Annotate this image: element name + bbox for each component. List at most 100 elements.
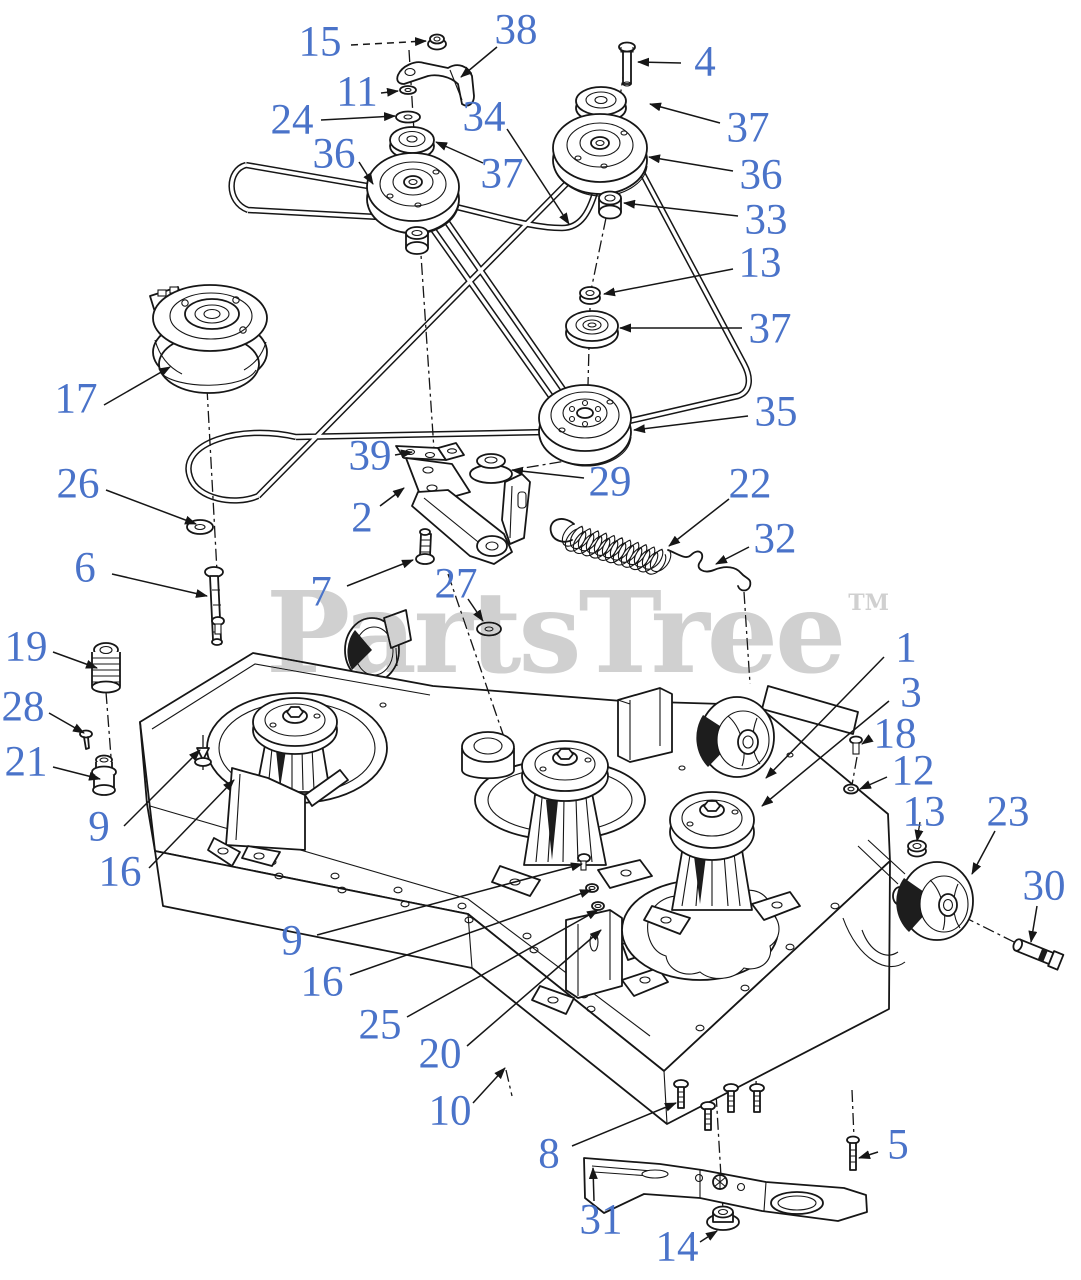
callout-4: 4 <box>694 39 716 86</box>
callout-27: 27 <box>435 561 478 608</box>
shoulder-bolt-above-deck <box>211 616 225 635</box>
spindle-housing-right <box>643 849 801 935</box>
leader-line-25 <box>406 909 599 1018</box>
leader-line-6 <box>111 573 208 598</box>
leader-line-28 <box>48 712 85 734</box>
callout-7: 7 <box>310 569 332 616</box>
bolt-5 <box>846 1135 860 1171</box>
leader-line-3 <box>761 700 890 807</box>
spacer-bushing-29 <box>469 453 513 484</box>
callout-31: 31 <box>580 1197 623 1244</box>
flat-idler-pulley-35 <box>538 384 632 467</box>
callout-5: 5 <box>887 1122 909 1169</box>
callout-8: 8 <box>538 1131 560 1178</box>
blade-assembly <box>583 1079 868 1231</box>
callout-13: 13 <box>903 789 946 836</box>
nut-12 <box>843 783 859 795</box>
leader-line-7 <box>346 559 414 587</box>
leader-line-9 <box>316 862 583 936</box>
callout-37: 37 <box>481 151 524 198</box>
leader-line-13 <box>603 268 734 297</box>
leader-line-21 <box>52 766 101 781</box>
leader-line-35 <box>633 415 749 434</box>
leader-line-27 <box>467 598 484 622</box>
leader-line-38 <box>460 46 498 78</box>
callout-18: 18 <box>874 711 917 758</box>
callout-9: 9 <box>281 918 303 965</box>
extension-spring-22 <box>549 518 672 575</box>
leader-line-36 <box>648 154 734 172</box>
callout-25: 25 <box>359 1002 402 1049</box>
electric-clutch <box>149 284 268 394</box>
idler-pulley-stack-left <box>366 33 475 255</box>
screw-28 <box>79 729 93 750</box>
spindle-pulley-left <box>252 697 338 755</box>
callout-15: 15 <box>299 19 342 66</box>
spindle-housing-center <box>491 792 653 897</box>
nut-13-wheel <box>907 839 927 858</box>
callout-37: 37 <box>749 306 792 353</box>
leader-line-2 <box>379 487 405 507</box>
callout-39: 39 <box>349 433 392 480</box>
leader-line-34 <box>506 128 570 225</box>
flat-idler-pulley-36-left <box>366 152 460 235</box>
idler-arm-2 <box>405 457 531 565</box>
callout-33: 33 <box>745 197 788 244</box>
spindle-housing-left <box>207 743 349 867</box>
leader-line-23 <box>971 830 996 875</box>
spindle-pulley-right <box>669 791 755 861</box>
wheel-bracket-channel <box>617 687 673 763</box>
leader-line-5 <box>858 1150 879 1159</box>
callout-28: 28 <box>2 684 45 731</box>
callout-26: 26 <box>57 461 100 508</box>
leader-line-32 <box>715 546 750 565</box>
idler-pulley-stack-middle <box>538 286 632 467</box>
small-pulley-37-middle <box>565 310 619 349</box>
rear-gauge-wheel <box>696 696 775 778</box>
spindle-assembly-left <box>194 616 388 867</box>
leader-line-16 <box>148 779 235 869</box>
callout-30: 30 <box>1023 863 1066 910</box>
left-hardware <box>79 519 224 796</box>
callout-36: 36 <box>740 152 783 199</box>
leader-line-18 <box>861 734 874 745</box>
leader-line-37 <box>435 141 484 164</box>
small-pulley-37-left <box>389 126 435 160</box>
callout-16: 16 <box>301 959 344 1006</box>
bolt-7 <box>415 528 435 565</box>
bracket-38 <box>396 61 475 107</box>
idler-pulley-stack-right <box>552 41 648 220</box>
callout-24: 24 <box>271 97 314 144</box>
callout-20: 20 <box>419 1031 462 1078</box>
blade-washer-14 <box>706 1205 740 1231</box>
front-gauge-wheel <box>857 839 1065 971</box>
callout-2: 2 <box>351 495 373 542</box>
idler-arm-assembly <box>395 442 531 637</box>
leader-line-39 <box>394 449 413 459</box>
leader-line-15 <box>350 37 427 47</box>
callout-1: 1 <box>895 625 917 672</box>
leader-line-33 <box>623 199 739 217</box>
bolt-4 <box>618 41 636 87</box>
leader-line-30 <box>1028 905 1038 943</box>
leader-line-14 <box>699 1230 718 1243</box>
spring-link-32 <box>667 549 752 592</box>
callout-37: 37 <box>727 105 770 152</box>
spindle-hardware-9-16-25 <box>577 853 605 911</box>
leader-line-37 <box>649 102 721 124</box>
washer-27 <box>476 621 502 637</box>
callout-11: 11 <box>336 69 377 116</box>
callout-9: 9 <box>88 804 110 851</box>
callout-38: 38 <box>495 7 538 54</box>
leader-line-26 <box>105 489 197 525</box>
spacer-33 <box>598 190 622 220</box>
callout-23: 23 <box>987 789 1030 836</box>
rear-support-bar <box>761 685 859 735</box>
leader-line-17 <box>103 366 171 406</box>
callout-19: 19 <box>5 624 48 671</box>
leader-line-29 <box>511 466 585 479</box>
callout-16: 16 <box>99 849 142 896</box>
leader-line-31 <box>588 1167 598 1202</box>
leader-line-10 <box>472 1067 506 1104</box>
